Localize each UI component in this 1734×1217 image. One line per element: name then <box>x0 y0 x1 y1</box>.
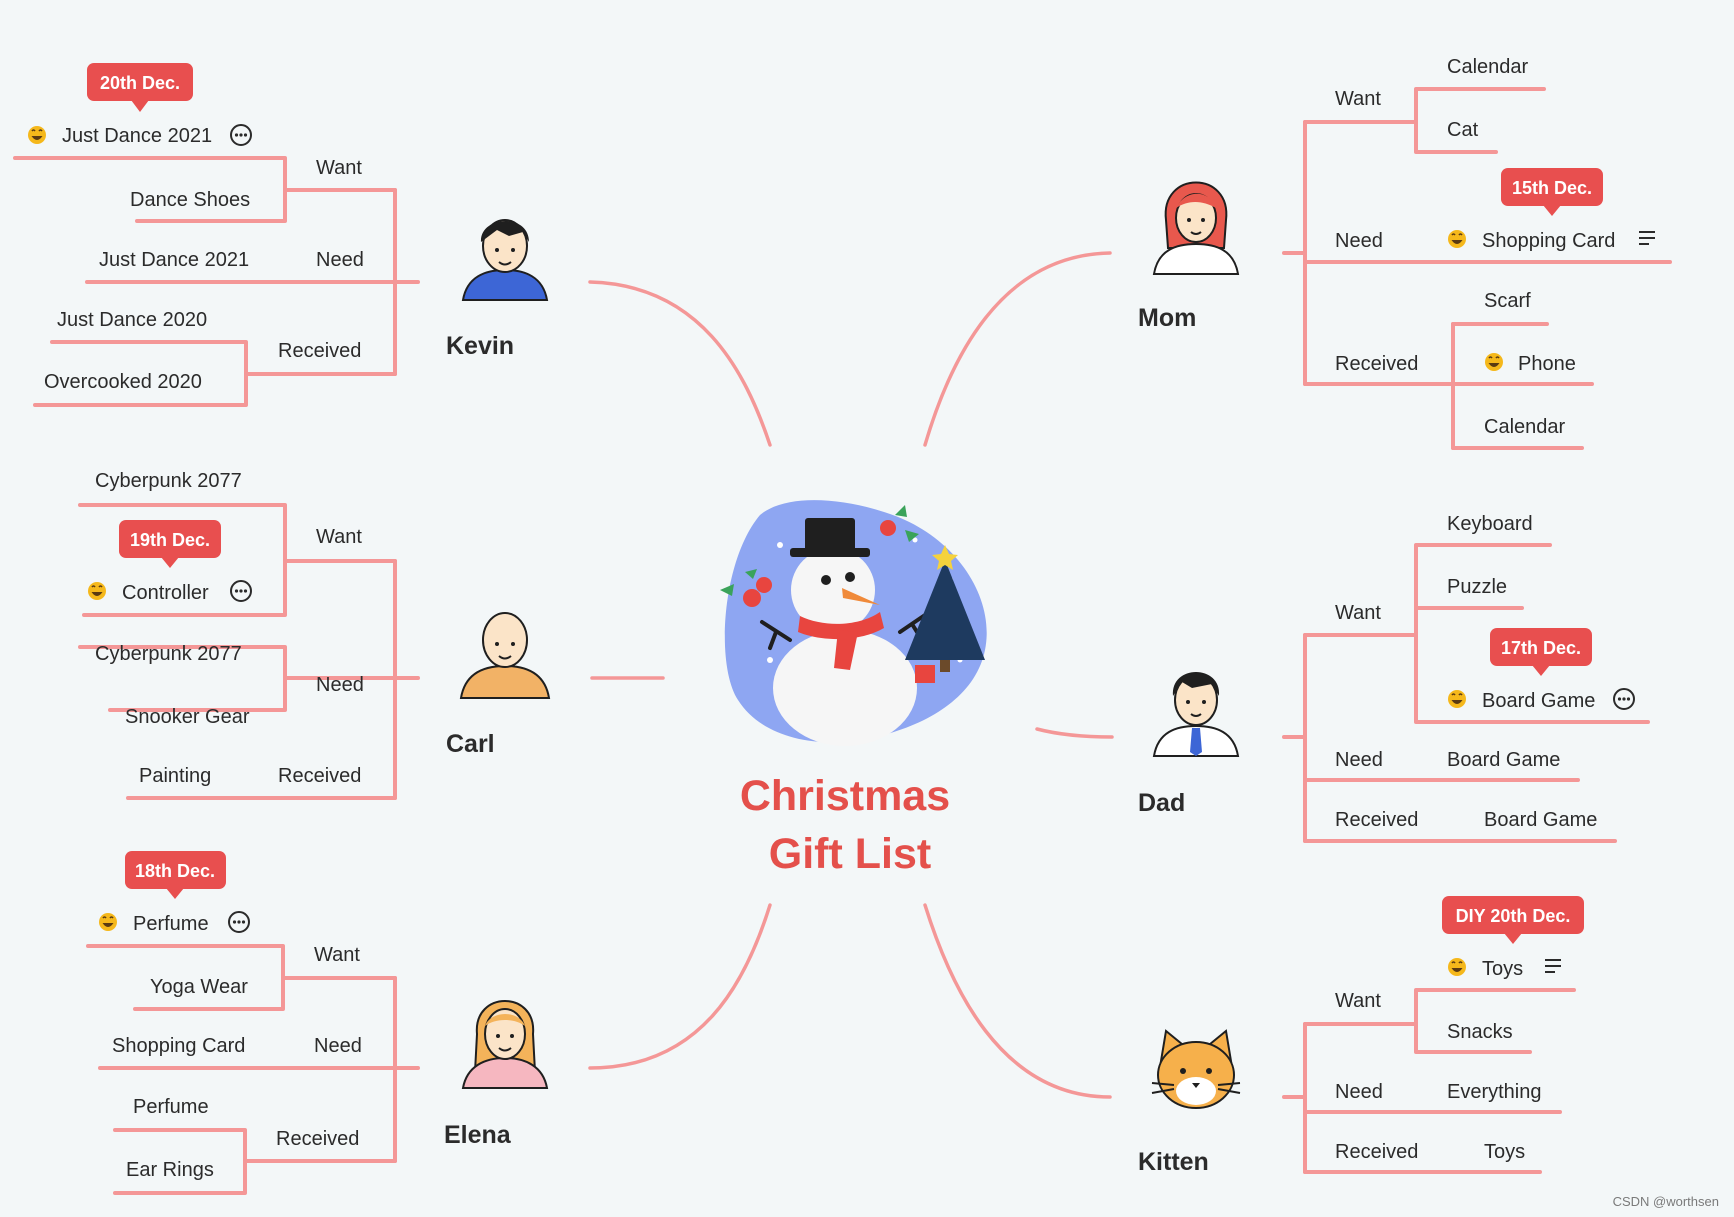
gift-item[interactable]: Yoga Wear <box>150 976 248 998</box>
category-want: Want <box>314 944 360 966</box>
gift-item[interactable]: Calendar <box>1484 416 1566 438</box>
gift-item[interactable]: Dance Shoes <box>130 189 250 211</box>
more-options-icon[interactable] <box>229 912 249 932</box>
gift-item[interactable]: Phone <box>1518 353 1576 375</box>
gift-item[interactable]: Toys <box>1482 958 1523 980</box>
date-badge[interactable]: 19th Dec. <box>119 520 221 568</box>
person-name-kevin: Kevin <box>446 332 514 360</box>
badge-text: DIY 20th Dec. <box>1456 906 1571 926</box>
more-options-icon[interactable] <box>231 581 251 601</box>
gift-item[interactable]: Board Game <box>1484 809 1597 831</box>
gift-item[interactable]: Cyberpunk 2077 <box>95 470 242 492</box>
date-badge[interactable]: 17th Dec. <box>1490 628 1592 676</box>
title-line-1: Christmas <box>740 772 950 820</box>
category-want: Want <box>316 157 362 179</box>
badge-text: 20th Dec. <box>100 73 180 93</box>
avatar-kevin <box>463 220 547 300</box>
gift-item[interactable]: Toys <box>1484 1141 1525 1163</box>
gift-item[interactable]: Board Game <box>1447 749 1560 771</box>
avatar-carl <box>461 613 549 698</box>
gift-item[interactable]: Just Dance 2021 <box>62 125 212 147</box>
category-need: Need <box>1335 749 1383 771</box>
branch-kevin: Kevin Want Need Received 20th Dec. Just … <box>15 63 547 405</box>
title-line-2: Gift List <box>769 830 931 878</box>
date-badge[interactable]: 20th Dec. <box>87 63 193 112</box>
more-options-icon[interactable] <box>231 125 251 145</box>
person-name-dad: Dad <box>1138 789 1185 817</box>
category-received: Received <box>1335 809 1418 831</box>
laughing-emoji-icon <box>1485 353 1503 371</box>
gift-item[interactable]: Puzzle <box>1447 576 1507 598</box>
badge-text: 15th Dec. <box>1512 178 1592 198</box>
gift-item[interactable]: Cat <box>1447 119 1479 141</box>
badge-text: 17th Dec. <box>1501 638 1581 658</box>
gift-item[interactable]: Controller <box>122 582 209 604</box>
gift-item[interactable]: Snooker Gear <box>125 706 250 728</box>
person-name-mom: Mom <box>1138 304 1196 332</box>
gift-item[interactable]: Board Game <box>1482 690 1595 712</box>
branch-dad: Dad Want Need Received Keyboard Puzzle 1… <box>1138 513 1648 841</box>
laughing-emoji-icon <box>28 126 46 144</box>
category-received: Received <box>1335 353 1418 375</box>
branch-mom: Mom Want Need Received Calendar Cat 15th… <box>1138 56 1670 448</box>
gift-item[interactable]: Ear Rings <box>126 1159 214 1181</box>
laughing-emoji-icon <box>99 913 117 931</box>
avatar-dad <box>1154 672 1238 756</box>
laughing-emoji-icon <box>1448 690 1466 708</box>
avatar-kitten <box>1152 1031 1240 1108</box>
gift-item[interactable]: Cyberpunk 2077 <box>95 643 242 665</box>
category-received: Received <box>278 340 361 362</box>
central-topic[interactable]: Christmas Gift List <box>720 500 987 878</box>
laughing-emoji-icon <box>1448 230 1466 248</box>
person-name-carl: Carl <box>446 730 495 758</box>
branch-carl: Carl Want Need Received Cyberpunk 2077 1… <box>80 470 549 798</box>
gift-item[interactable]: Overcooked 2020 <box>44 371 202 393</box>
gift-item[interactable]: Perfume <box>133 913 209 935</box>
category-need: Need <box>316 249 364 271</box>
gift-item[interactable]: Calendar <box>1447 56 1529 78</box>
branch-kitten: Kitten Want Need Received DIY 20th Dec. … <box>1138 896 1584 1176</box>
badge-text: 19th Dec. <box>130 530 210 550</box>
note-lines-icon[interactable] <box>1639 232 1655 244</box>
category-want: Want <box>1335 88 1381 110</box>
date-badge[interactable]: 18th Dec. <box>125 851 226 899</box>
laughing-emoji-icon <box>88 582 106 600</box>
category-received: Received <box>278 765 361 787</box>
person-name-elena: Elena <box>444 1121 512 1149</box>
gift-item[interactable]: Scarf <box>1484 290 1531 312</box>
date-badge[interactable]: DIY 20th Dec. <box>1442 896 1584 944</box>
branch-elena: Elena Want Need Received 18th Dec. Perfu… <box>88 851 547 1193</box>
category-need: Need <box>1335 1081 1383 1103</box>
more-options-icon[interactable] <box>1614 689 1634 709</box>
category-want: Want <box>1335 990 1381 1012</box>
gift-item[interactable]: Everything <box>1447 1081 1542 1103</box>
badge-text: 18th Dec. <box>135 861 215 881</box>
category-need: Need <box>314 1035 362 1057</box>
laughing-emoji-icon <box>1448 958 1466 976</box>
gift-item[interactable]: Just Dance 2020 <box>57 309 207 331</box>
note-lines-icon[interactable] <box>1545 960 1561 972</box>
gift-item[interactable]: Shopping Card <box>112 1035 245 1057</box>
date-badge[interactable]: 15th Dec. <box>1501 168 1603 216</box>
avatar-mom <box>1154 183 1238 275</box>
gift-item[interactable]: Shopping Card <box>1482 230 1615 252</box>
avatar-elena <box>463 1001 547 1088</box>
watermark: CSDN @worthsen <box>1613 1194 1719 1209</box>
gift-item[interactable]: Just Dance 2021 <box>99 249 249 271</box>
category-want: Want <box>316 526 362 548</box>
category-need: Need <box>316 674 364 696</box>
snowman-illustration <box>720 500 987 746</box>
gift-item[interactable]: Perfume <box>133 1096 209 1118</box>
gift-item[interactable]: Keyboard <box>1447 513 1533 535</box>
category-need: Need <box>1335 230 1383 252</box>
category-want: Want <box>1335 602 1381 624</box>
person-name-kitten: Kitten <box>1138 1148 1209 1176</box>
gift-item[interactable]: Snacks <box>1447 1021 1513 1043</box>
gift-item[interactable]: Painting <box>139 765 211 787</box>
category-received: Received <box>276 1128 359 1150</box>
category-received: Received <box>1335 1141 1418 1163</box>
